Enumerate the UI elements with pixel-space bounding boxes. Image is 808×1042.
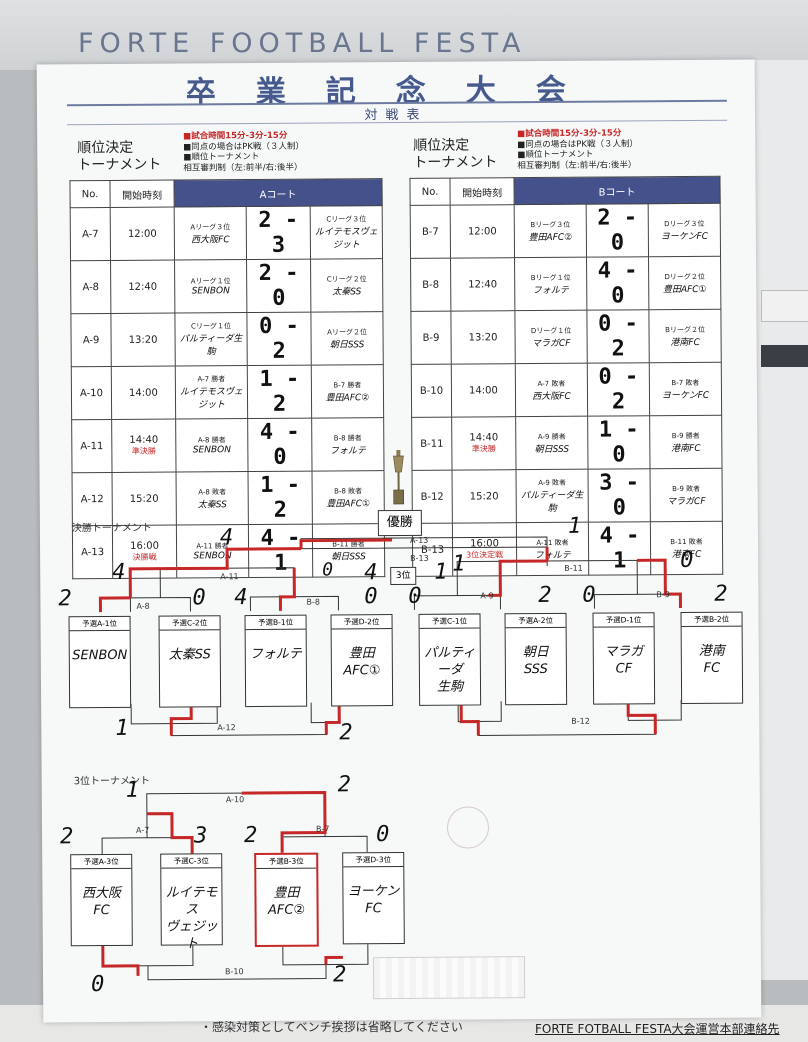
team-score: 0 bbox=[364, 584, 378, 610]
hw-score: 4 bbox=[219, 525, 234, 551]
match-label: A-9 bbox=[480, 591, 494, 601]
hw-score: 0 bbox=[91, 972, 105, 998]
hw-score: 2 bbox=[339, 720, 353, 746]
team-seed: 予選D-1位 bbox=[593, 613, 654, 628]
footer-note: ・感染対策としてベンチ挨拶は省略してください bbox=[200, 1020, 463, 1034]
banner-title: FORTE FOOTBALL FESTA bbox=[78, 28, 527, 59]
hw-score: 4 bbox=[112, 559, 126, 586]
team-box: 予選A-2位朝日 SSS bbox=[504, 612, 568, 706]
hw-score: 1 bbox=[452, 551, 466, 577]
team-name: 港南 FC bbox=[698, 643, 725, 676]
match-label: B-9 bbox=[656, 590, 670, 600]
match-label: B-7 bbox=[315, 824, 330, 834]
team-box: 予選C-3位ルイテモス ヴェジット bbox=[160, 853, 223, 952]
hw-score: 1 bbox=[125, 777, 140, 803]
team-score: 0 bbox=[408, 583, 422, 609]
team-name: 太秦SS bbox=[168, 647, 211, 663]
background-paper-fragment bbox=[761, 290, 808, 322]
team-name: フォルテ bbox=[249, 646, 302, 663]
match-label: A-10 bbox=[225, 795, 245, 805]
hw-score: 2 bbox=[337, 772, 352, 798]
match-label: A-11 bbox=[220, 572, 239, 582]
bracket-lines bbox=[98, 536, 682, 981]
team-score: 2 bbox=[538, 582, 552, 609]
team-name: ヨーケン FC bbox=[347, 884, 400, 917]
team-score: 2 bbox=[243, 822, 258, 849]
hw-score: 1 bbox=[567, 513, 582, 539]
team-seed: 予選B-3位 bbox=[256, 854, 317, 870]
team-score: 2 bbox=[714, 581, 728, 607]
tournament-sheet: 卒業記念大会 対戦表 順位決定 トーナメント ■試合時間15分-3分-15分 ■… bbox=[36, 59, 762, 1023]
team-score: 2 bbox=[58, 586, 72, 612]
team-seed: 予選D-2位 bbox=[331, 615, 392, 630]
team-box: 予選D-1位マラガ CF bbox=[592, 612, 656, 705]
match-label: A-8 bbox=[136, 601, 150, 611]
team-score: 4 bbox=[234, 585, 248, 611]
team-name: 豊田 AFC② bbox=[267, 885, 306, 918]
match-label: B-12 bbox=[571, 716, 590, 726]
team-box: 予選D-3位ヨーケン FC bbox=[342, 851, 405, 945]
team-box: 予選B-3位豊田 AFC② bbox=[254, 852, 319, 948]
background-dark-fragment bbox=[761, 345, 808, 367]
team-seed: 予選C-1位 bbox=[419, 614, 480, 629]
hw-score: 1 bbox=[434, 559, 448, 585]
team-box: 予選C-1位パルティーダ 生駒 bbox=[418, 613, 482, 706]
match-label: A-7 bbox=[135, 825, 150, 835]
team-name: 西大阪 FC bbox=[81, 885, 122, 919]
background-top bbox=[0, 0, 808, 70]
team-score: 2 bbox=[59, 824, 74, 850]
team-box: 予選B-2位港南 FC bbox=[680, 611, 744, 705]
team-score: 3 bbox=[193, 823, 208, 849]
team-box: 予選B-1位フォルテ bbox=[244, 614, 308, 708]
team-box: 予選A-3位西大阪 FC bbox=[70, 853, 133, 947]
match-label: B-8 bbox=[306, 597, 320, 607]
team-box: 予選A-1位 SENBON bbox=[68, 615, 132, 709]
paper-stain bbox=[446, 806, 490, 849]
trophy-icon bbox=[393, 449, 405, 505]
team-seed: 予選A-2位 bbox=[505, 613, 566, 629]
team-seed: 予選B-2位 bbox=[681, 612, 742, 628]
team-score: 0 bbox=[192, 585, 206, 611]
team-seed: 予選A-3位 bbox=[71, 854, 132, 870]
hw-score: 2 bbox=[332, 962, 347, 988]
team-name: マラガ CF bbox=[604, 644, 644, 677]
match-label: A-12 bbox=[217, 723, 236, 733]
team-seed: 予選D-3位 bbox=[343, 852, 404, 868]
footer-organizer: FORTE FOTBALL FESTA大会運営本部連絡先 bbox=[535, 1022, 780, 1036]
match-label: B-13 bbox=[410, 553, 429, 563]
team-seed: 予選C-3位 bbox=[161, 854, 222, 869]
team-name: パルティーダ 生駒 bbox=[424, 645, 476, 695]
hw-score: 4 bbox=[364, 560, 378, 586]
team-score: 0 bbox=[375, 822, 390, 848]
match-label: B-10 bbox=[224, 967, 244, 977]
team-score: 0 bbox=[582, 582, 596, 608]
hw-score: 0 bbox=[322, 559, 334, 581]
team-name: 朝日 SSS bbox=[522, 644, 549, 678]
match-label: A-13 bbox=[409, 535, 429, 545]
team-box: 予選C-2位太秦SS bbox=[158, 615, 222, 708]
hw-score: 0 bbox=[680, 547, 694, 574]
hw-score: 1 bbox=[115, 715, 129, 741]
team-box: 予選D-2位豊田 AFC① bbox=[330, 614, 394, 707]
team-name: ルイテモス ヴェジット bbox=[165, 885, 218, 952]
team-seed: 予選A-1位 bbox=[69, 616, 130, 632]
match-label: B-11 bbox=[564, 563, 583, 573]
team-name: SENBON bbox=[72, 647, 128, 664]
team-seed: 予選B-1位 bbox=[245, 615, 306, 631]
tape-strip bbox=[372, 956, 526, 1000]
team-name: 豊田 AFC① bbox=[343, 646, 381, 679]
team-seed: 予選C-2位 bbox=[159, 616, 220, 631]
